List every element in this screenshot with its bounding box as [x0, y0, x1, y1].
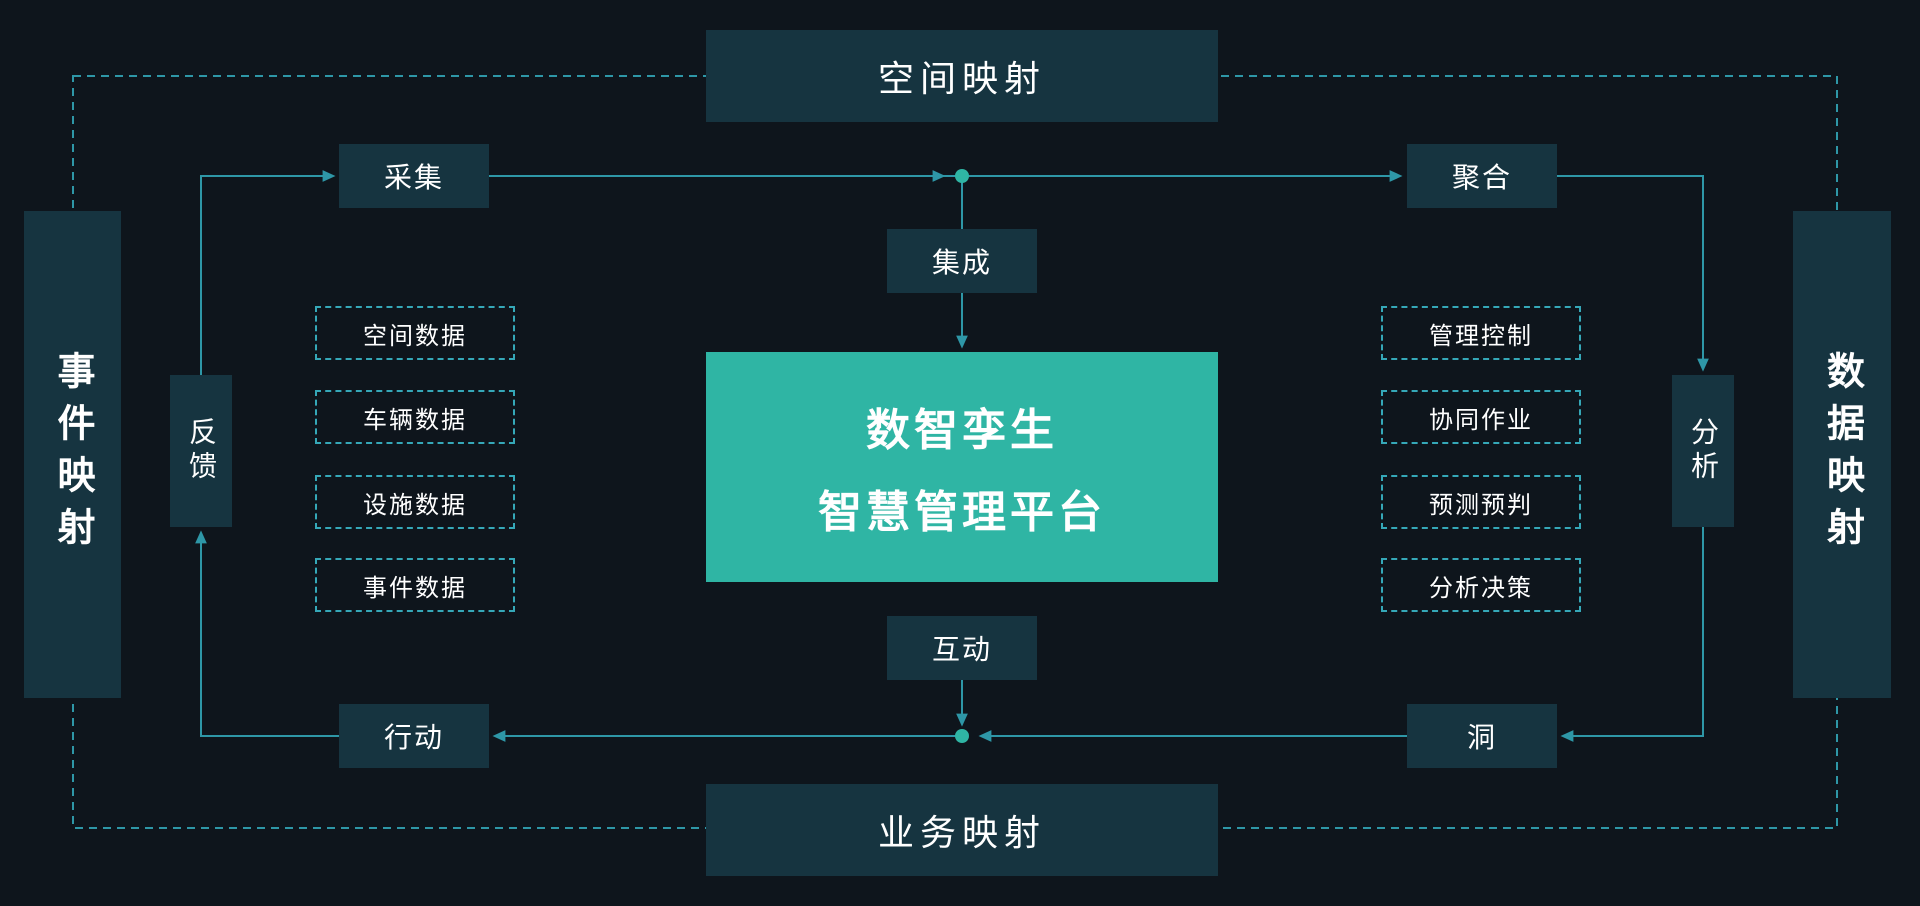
- banner-event-mapping: 事件映射: [24, 211, 121, 698]
- banner-spatial-mapping: 空间映射: [706, 30, 1218, 122]
- node-interact: 互动: [887, 616, 1037, 680]
- platform-title-line2: 智慧管理平台: [818, 488, 1106, 537]
- data-item-event-data: 事件数据: [315, 558, 515, 612]
- capability-item-management-control: 管理控制: [1381, 306, 1581, 360]
- node-interact-label: 互动: [931, 634, 992, 665]
- node-collect-label: 采集: [383, 162, 444, 193]
- banner-data-mapping: 数据映射: [1793, 211, 1891, 698]
- node-action-label: 行动: [383, 722, 444, 753]
- node-aggregate-label: 聚合: [1451, 162, 1512, 193]
- node-collect: 采集: [339, 144, 489, 208]
- data-item-facility-data: 设施数据: [315, 475, 515, 529]
- node-feedback-label: 反馈: [186, 417, 217, 485]
- banner-event-mapping-label: 事件映射: [51, 350, 93, 559]
- node-feedback: 反馈: [170, 375, 232, 527]
- node-integrate-label: 集成: [931, 247, 992, 278]
- capability-item-collaborative-operation: 协同作业: [1381, 390, 1581, 444]
- capability-item-prediction: 预测预判: [1381, 475, 1581, 529]
- banner-business-mapping-label: 业务映射: [877, 812, 1046, 853]
- node-analyze: 分析: [1672, 375, 1734, 527]
- capability-item-analysis-decision: 分析决策: [1381, 558, 1581, 612]
- banner-business-mapping: 业务映射: [706, 784, 1218, 876]
- data-item-spatial-data: 空间数据: [315, 306, 515, 360]
- banner-data-mapping-label: 数据映射: [1820, 350, 1863, 559]
- node-analyze-label: 分析: [1688, 417, 1719, 485]
- node-action: 行动: [339, 704, 489, 768]
- bottom-junction-dot: [955, 729, 969, 743]
- top-junction-dot: [955, 169, 969, 183]
- platform-title-line1: 数智孪生: [866, 406, 1058, 455]
- banner-spatial-mapping-label: 空间映射: [877, 58, 1046, 99]
- data-item-vehicle-data: 车辆数据: [315, 390, 515, 444]
- platform-core-node: 数智孪生 智慧管理平台: [706, 352, 1218, 582]
- node-insight: 洞: [1407, 704, 1557, 768]
- node-integrate: 集成: [887, 229, 1037, 293]
- node-aggregate: 聚合: [1407, 144, 1557, 208]
- node-insight-label: 洞: [1466, 722, 1497, 753]
